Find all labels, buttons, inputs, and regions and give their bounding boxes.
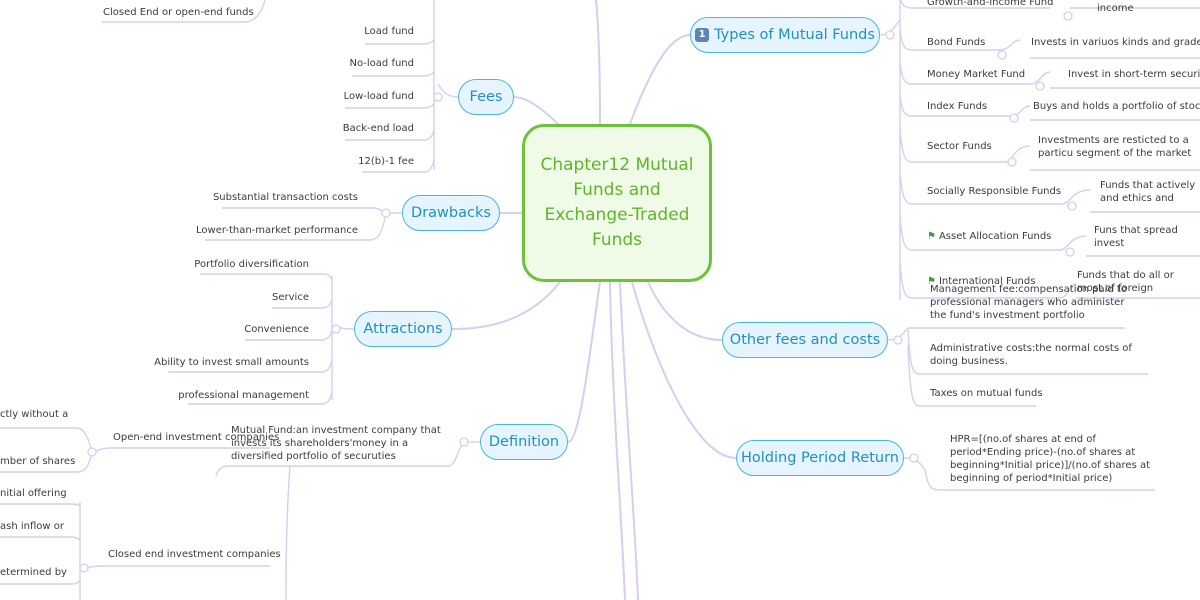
central-topic-title: Chapter12 Mutual Funds and Exchange-Trad… [540, 155, 694, 250]
branch-label: Types of Mutual Funds [714, 27, 875, 43]
leaf-type-desc[interactable]: Buys and holds a portfolio of stocks(o [1033, 101, 1200, 112]
branch-label: Other fees and costs [729, 332, 881, 348]
leaf-fee[interactable]: Low-load fund [343, 91, 414, 102]
number-one-icon: 1 [695, 28, 710, 42]
leaf-type-sector-funds[interactable]: Sector Funds [927, 141, 992, 152]
leaf-hpr-formula[interactable]: HPR=[(no.of shares at end of period*Endi… [950, 434, 1151, 484]
leaf-closed-end-child[interactable]: etermined by [0, 567, 67, 578]
leaf-type-bond-funds[interactable]: Bond Funds [927, 37, 986, 48]
leaf-attraction[interactable]: Service [272, 292, 309, 303]
branch-drawbacks[interactable]: Drawbacks [402, 195, 500, 231]
leaf-type-desc[interactable]: Funs that spread invest stocks,bond,and … [1094, 225, 1178, 249]
leaf-type-desc[interactable]: Investments are resticted to a particu s… [1038, 135, 1192, 159]
leaf-attraction[interactable]: Portfolio diversification [194, 259, 309, 270]
leaf-type-desc[interactable]: Invest in short-term securities [1068, 69, 1200, 80]
central-topic[interactable]: Chapter12 Mutual Funds and Exchange-Trad… [522, 124, 712, 282]
leaf-type-money-market[interactable]: Money Market Fund [927, 69, 1026, 80]
leaf-closed-or-open-end[interactable]: Closed End or open-end funds [103, 7, 254, 18]
leaf-fee[interactable]: 12(b)-1 fee [358, 156, 414, 167]
leaf-type-socially-responsible[interactable]: Socially Responsible Funds [927, 186, 1062, 197]
leaf-management-fee[interactable]: Management fee:compensation paid to prof… [930, 284, 1127, 321]
leaf-type-desc[interactable]: Funds that do all or most of foreign sec… [1077, 270, 1174, 294]
leaf-mutual-fund-definition[interactable]: Mutual Fund:an investment company that i… [231, 425, 441, 462]
leaf-type-desc[interactable]: Funds that actively and ethics and moral… [1100, 180, 1196, 204]
leaf-open-end[interactable]: Open-end investment companies [113, 432, 280, 443]
branch-attractions[interactable]: Attractions [354, 311, 452, 347]
leaf-fee[interactable]: Back-end load [342, 123, 414, 134]
leaf-type-international[interactable]: ⚑International Funds [927, 276, 1036, 287]
branch-holding-period-return[interactable]: Holding Period Return [736, 440, 904, 476]
leaf-type-desc[interactable]: Invests in variuos kinds and grades of [1031, 37, 1200, 48]
branch-label: Attractions [363, 321, 443, 337]
branch-label: Fees [469, 89, 503, 105]
leaf-closed-end[interactable]: Closed end investment companies [108, 549, 281, 560]
leaf-fee[interactable]: Load fund [364, 26, 414, 37]
branch-label: Holding Period Return [741, 450, 899, 466]
leaf-type-growth-and-income[interactable]: Growth-and-Income Fund [927, 0, 1054, 8]
branch-label: Drawbacks [411, 205, 491, 221]
leaf-attraction[interactable]: Ability to invest small amounts [154, 357, 309, 368]
leaf-open-end-child[interactable]: mber of shares [0, 456, 76, 467]
leaf-taxes[interactable]: Taxes on mutual funds [930, 388, 1043, 399]
leaf-drawback[interactable]: Lower-than-market performance [196, 225, 358, 236]
leaf-attraction[interactable]: Convenience [244, 324, 309, 335]
flag-icon: ⚑ [927, 276, 936, 287]
branch-types-of-mutual-funds[interactable]: 1 Types of Mutual Funds [690, 17, 880, 53]
flag-icon: ⚑ [927, 231, 936, 242]
leaf-administrative-costs[interactable]: Administrative costs:the normal costs of… [930, 343, 1132, 367]
leaf-type-index-funds[interactable]: Index Funds [927, 101, 988, 112]
leaf-open-end-child[interactable]: ctly without a [0, 409, 69, 420]
leaf-type-desc[interactable]: income [1097, 3, 1134, 14]
branch-other-fees-and-costs[interactable]: Other fees and costs [722, 322, 888, 358]
leaf-fee[interactable]: No-load fund [349, 58, 415, 69]
branch-label: Definition [488, 434, 560, 450]
branch-definition[interactable]: Definition [480, 424, 568, 460]
leaf-attraction[interactable]: professional management [178, 390, 309, 401]
leaf-drawback[interactable]: Substantial transaction costs [212, 192, 358, 203]
leaf-closed-end-child[interactable]: ash inflow or [0, 521, 64, 532]
branch-fees[interactable]: Fees [458, 79, 514, 115]
leaf-closed-end-child[interactable]: nitial offering [0, 488, 67, 499]
leaf-type-asset-allocation[interactable]: ⚑Asset Allocation Funds [927, 231, 1052, 242]
